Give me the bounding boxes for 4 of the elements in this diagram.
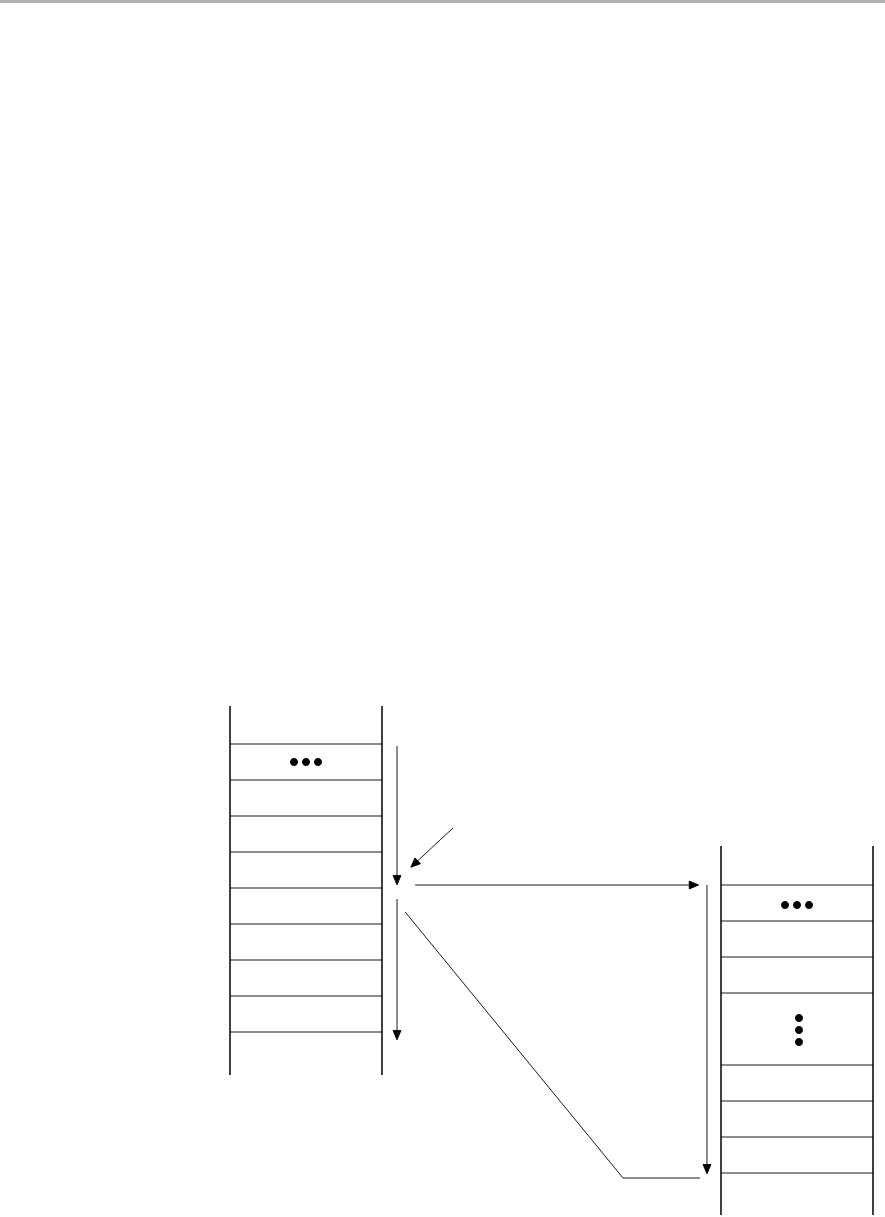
stack-drawing: [720, 845, 874, 1216]
connector-line: [404, 911, 701, 1179]
stack-drawing: [229, 705, 383, 1076]
pointer-arrow: [414, 880, 700, 890]
